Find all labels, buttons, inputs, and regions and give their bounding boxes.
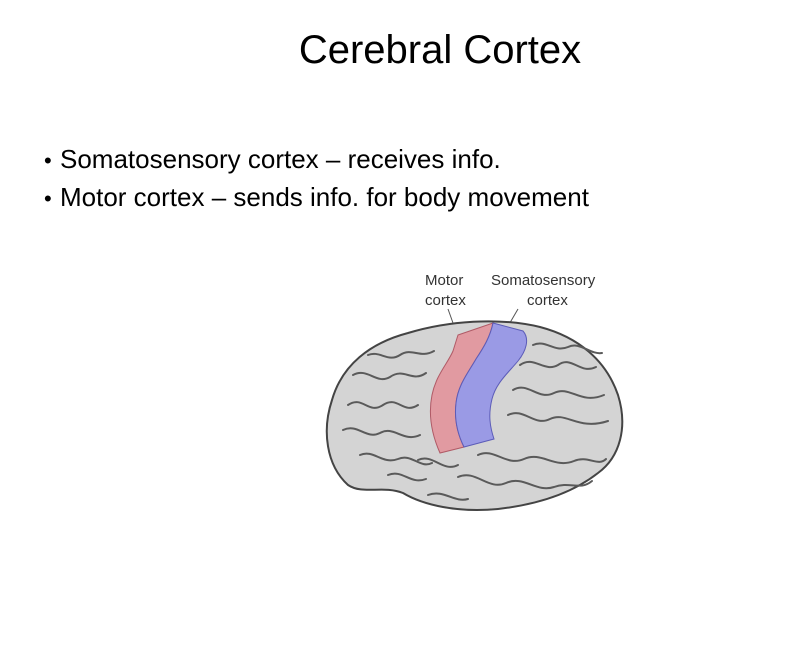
bullet-text: Somatosensory cortex – receives info. [60,144,501,174]
bullet-icon: • [44,186,52,211]
brain-sulci [342,342,609,501]
somatosensory-label-line1: Somatosensory [491,272,596,289]
motor-label-line2: cortex [425,292,466,309]
bullet-text: Motor cortex – sends info. for body move… [60,182,589,212]
bullet-list: • Somatosensory cortex – receives info. •… [44,141,644,217]
somatosensory-label-line2: cortex [527,292,568,309]
bullet-item-somatosensory: • Somatosensory cortex – receives info. [44,141,644,179]
brain-figure: Motor cortex Somatosensory cortex [308,255,638,525]
brain-illustration: Motor cortex Somatosensory cortex [325,272,624,512]
bullet-icon: • [44,148,52,173]
slide-title: Cerebral Cortex [298,28,582,72]
somatosensory-cortex-region [455,322,528,448]
motor-label-line1: Motor [425,272,463,289]
bullet-item-motor: • Motor cortex – sends info. for body mov… [44,179,644,217]
